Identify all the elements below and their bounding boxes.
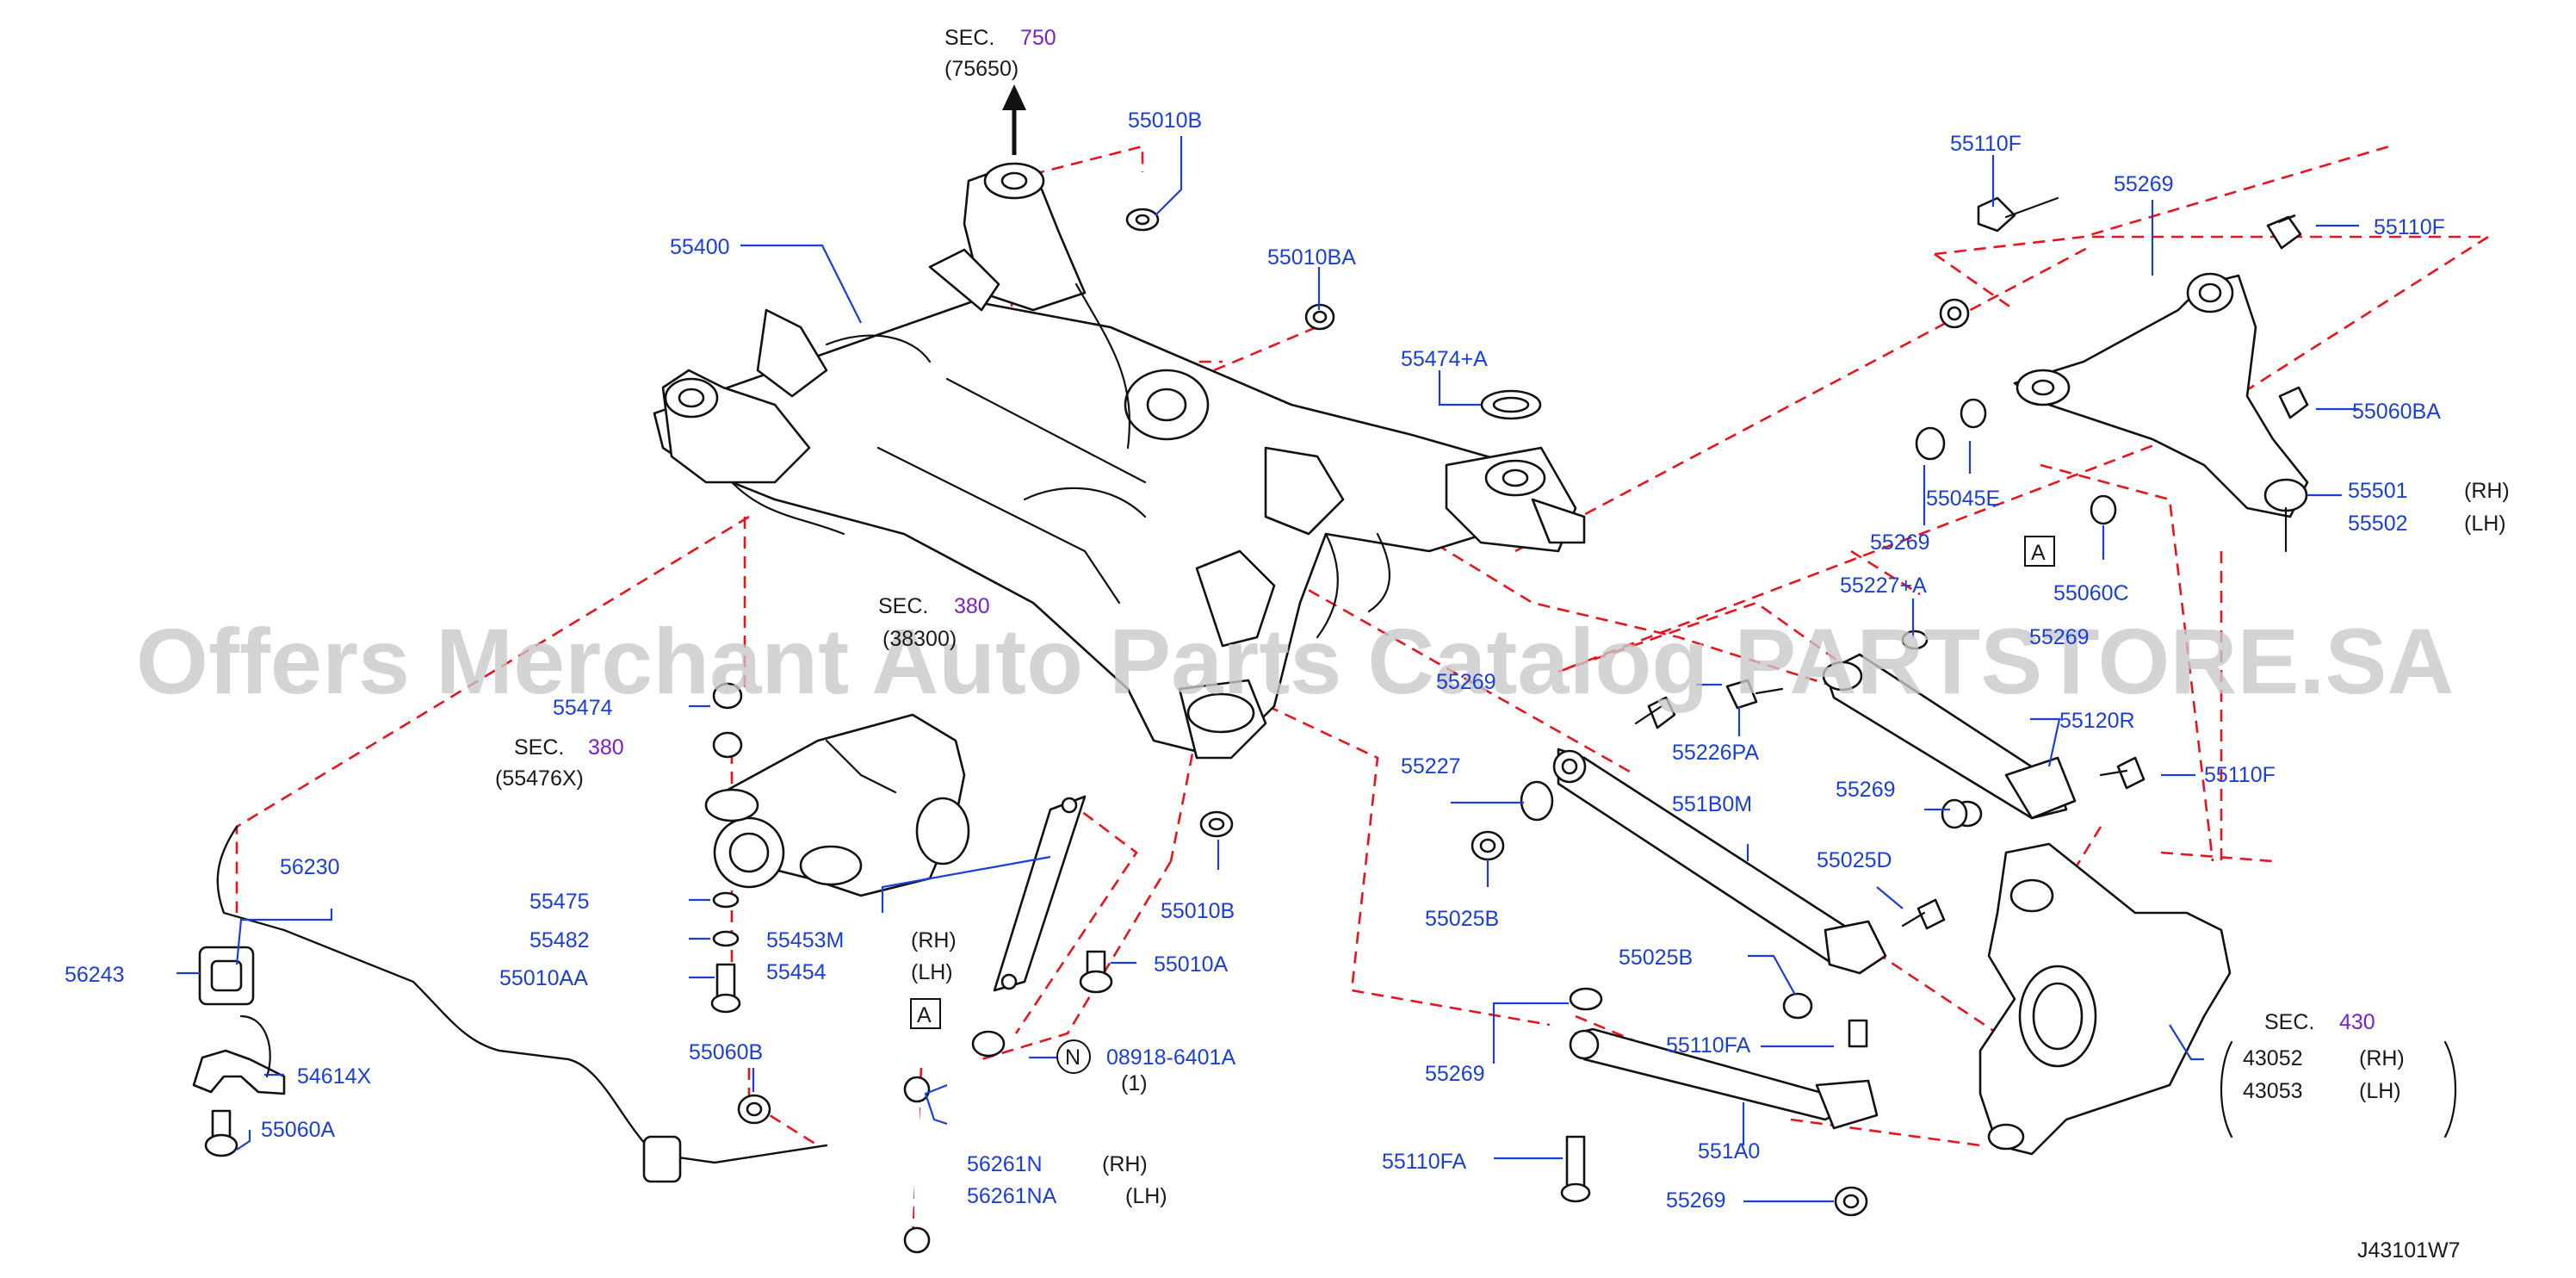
- subframe-55400: [653, 162, 1586, 760]
- label-55269-e: 55269: [1666, 1188, 1726, 1213]
- section-430: SEC. 430: [2264, 1010, 2375, 1034]
- section-380a: SEC. 380 (38300): [878, 594, 990, 651]
- sec750-sub: (75650): [944, 57, 1019, 81]
- knuckle-43052: [1978, 842, 2232, 1156]
- label-55010BA: 55010BA: [1267, 245, 1356, 270]
- label-54614X: 54614X: [297, 1064, 372, 1089]
- label-55269-mid: 55269: [1870, 530, 1930, 555]
- sec380a-word: SEC.: [878, 594, 928, 618]
- label-55269-top: 55269: [2114, 172, 2174, 196]
- label-55060B: 55060B: [689, 1040, 763, 1064]
- label-55226PA: 55226PA: [1672, 741, 1759, 765]
- link-55120R: [1822, 653, 2077, 820]
- label-55060BA: 55060BA: [2352, 400, 2441, 424]
- upper-arm-55501: [2013, 272, 2309, 553]
- label-55501: 55501: [2348, 479, 2408, 503]
- link-551A0: [1569, 1027, 1879, 1130]
- section-750: SEC. 750 (75650): [944, 26, 1056, 81]
- label-55502: 55502: [2348, 512, 2408, 536]
- label-rh-3: (RH): [1102, 1152, 1148, 1176]
- marker-a-box-2: [910, 998, 941, 1029]
- sec380a-sub: (38300): [882, 627, 957, 651]
- label-55269-ghost: 55269: [2029, 625, 2090, 649]
- sec430-num: 430: [2339, 1010, 2375, 1034]
- arrow-up-icon: [1002, 84, 1026, 155]
- label-55110FA-a: 55110FA: [1666, 1033, 1751, 1058]
- circle-n-text: N: [1065, 1045, 1081, 1070]
- label-lh-1: (LH): [2464, 512, 2506, 536]
- bracket-54614X: [192, 1014, 286, 1095]
- label-55010AA: 55010AA: [499, 966, 588, 990]
- label-rh-1: (RH): [2464, 479, 2510, 503]
- label-55025D: 55025D: [1817, 848, 1892, 872]
- label-55269-c: 55269: [1836, 778, 1896, 802]
- label-56261NA: 56261NA: [967, 1184, 1057, 1208]
- label-55269-d: 55269: [1425, 1062, 1485, 1086]
- label-56230: 56230: [280, 855, 340, 879]
- sec380b-word: SEC.: [514, 735, 564, 760]
- label-55060C: 55060C: [2053, 581, 2129, 605]
- label-08918-6401A: 08918-6401A: [1106, 1045, 1235, 1070]
- marker-a-1-text: A: [2031, 541, 2046, 565]
- label-lh-2: (LH): [911, 960, 953, 984]
- label-55454: 55454: [766, 960, 827, 984]
- label-08918-qty: (1): [1121, 1071, 1148, 1095]
- label-55120R: 55120R: [2059, 709, 2135, 733]
- label-55269-ghost-2: 55269: [1436, 670, 1496, 694]
- label-lh-4: (LH): [2359, 1079, 2401, 1103]
- label-55045E: 55045E: [1926, 487, 2000, 511]
- label-55227: 55227: [1401, 754, 1461, 779]
- sec750-word: SEC.: [944, 26, 994, 50]
- label-55010B-top: 55010B: [1128, 109, 1202, 133]
- stabilizer-link-56261N: [903, 1076, 931, 1254]
- label-55060A: 55060A: [261, 1118, 336, 1142]
- marker-a-2-text: A: [917, 1003, 932, 1027]
- label-55110FA-b: 55110FA: [1382, 1150, 1467, 1174]
- label-55110F-right: 55110F: [2374, 215, 2445, 239]
- diagram-code: J43101W7: [2357, 1238, 2461, 1262]
- label-55227A: 55227+A: [1840, 574, 1927, 598]
- label-55482: 55482: [529, 928, 590, 952]
- label-55400: 55400: [670, 235, 730, 259]
- watermark-text: Offers Merchant Auto Parts Catalog PARTS…: [136, 609, 2454, 713]
- marker-a-box-1: [2024, 536, 2055, 567]
- sec750-num: 750: [1020, 26, 1056, 50]
- label-56243: 56243: [65, 963, 125, 987]
- label-551A0: 551A0: [1698, 1139, 1760, 1163]
- label-rh-2: (RH): [911, 928, 957, 952]
- label-56261N: 56261N: [967, 1152, 1043, 1176]
- sec430-word: SEC.: [2264, 1010, 2314, 1034]
- label-551B0M: 551B0M: [1672, 792, 1752, 816]
- label-55025B-right: 55025B: [1619, 946, 1693, 970]
- differential-38300: [704, 713, 970, 897]
- label-43053: 43053: [2243, 1079, 2303, 1103]
- label-55475: 55475: [529, 890, 590, 914]
- label-55110F-c: 55110F: [2204, 763, 2276, 787]
- part-labels: 55010B 55400 55010BA 55474+A 55110F 5526…: [65, 109, 2510, 1213]
- leader-lines: [176, 136, 2359, 1203]
- stabilizer-bar-56230: [198, 825, 828, 1183]
- label-55110F-top: 55110F: [1950, 132, 2022, 156]
- bracket-group-430: [2220, 1040, 2457, 1138]
- label-55010A: 55010A: [1154, 952, 1229, 977]
- sec380b-sub: (55476X): [495, 766, 584, 791]
- label-43052: 43052: [2243, 1046, 2303, 1070]
- sec380b-num: 380: [588, 735, 624, 760]
- label-55474A: 55474+A: [1401, 347, 1488, 371]
- fasteners: [204, 196, 2309, 1217]
- label-55453M: 55453M: [766, 928, 844, 952]
- label-rh-4: (RH): [2359, 1046, 2405, 1070]
- label-55025B-left: 55025B: [1425, 907, 1499, 931]
- label-lh-3: (LH): [1125, 1184, 1167, 1208]
- section-380b: SEC. 380 (55476X): [495, 735, 624, 791]
- label-55010B-bottom: 55010B: [1161, 899, 1235, 923]
- circle-n-icon: [1056, 1039, 1091, 1074]
- plate-55453M: [993, 795, 1087, 992]
- lower-link-551B0M: [1552, 748, 1887, 975]
- sec380a-num: 380: [954, 594, 990, 618]
- label-55474: 55474: [553, 696, 613, 720]
